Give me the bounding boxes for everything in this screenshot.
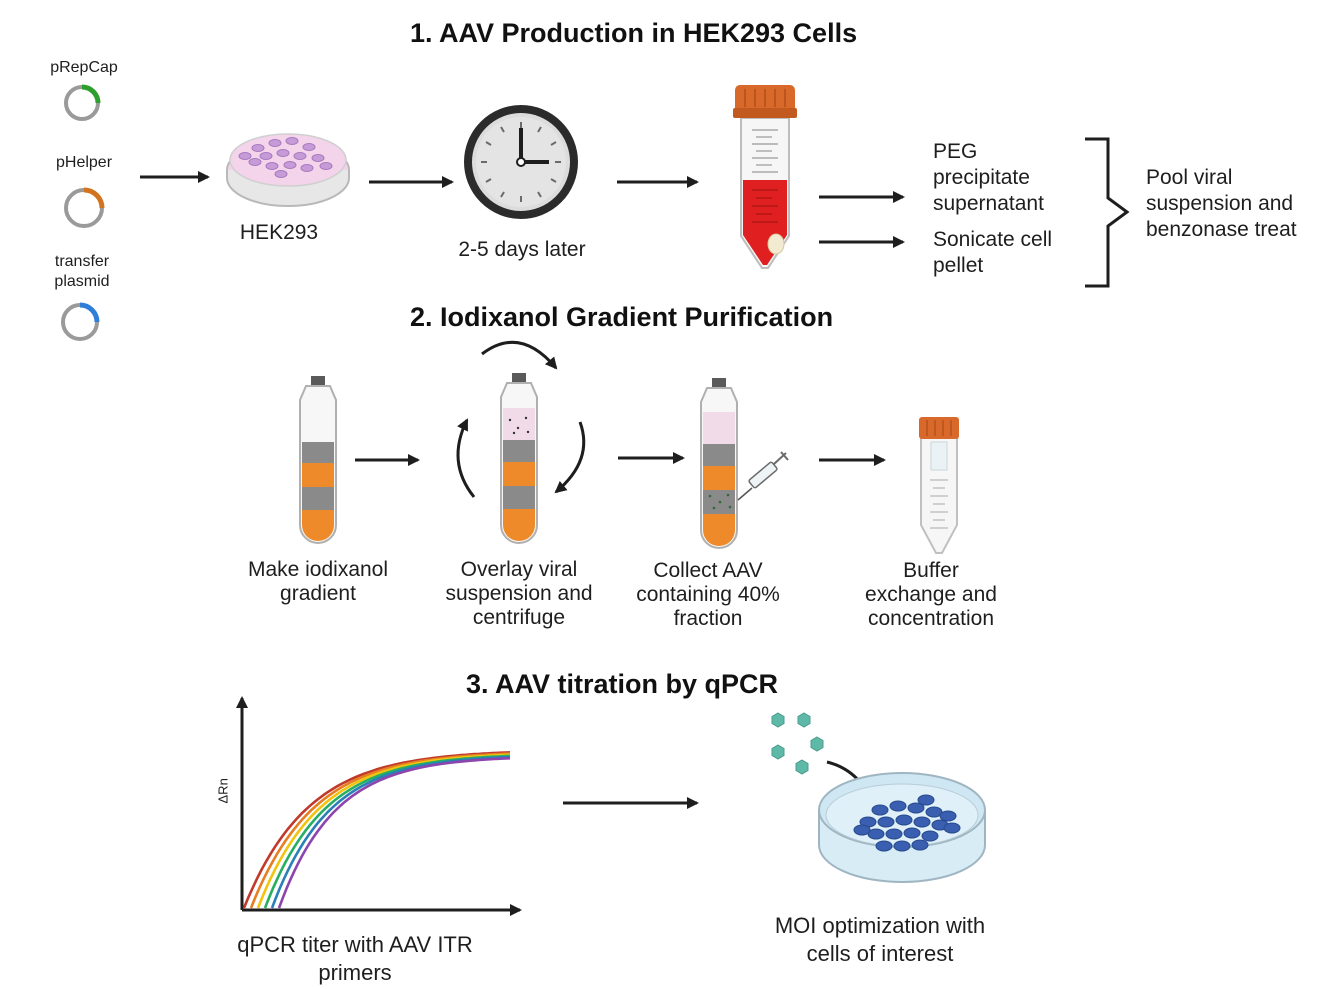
- step-collect-line3: fraction: [673, 607, 743, 630]
- step-buffer-line1: Buffer: [903, 559, 959, 582]
- petri-dish-cells-icon: [818, 772, 986, 883]
- step-collect-line2: containing 40%: [636, 583, 780, 606]
- plasmid-repcap-icon: [64, 84, 101, 121]
- hek293-label: HEK293: [239, 221, 319, 244]
- amplification-curve: [270, 755, 511, 909]
- pool-label-line1: Pool viral: [1146, 166, 1233, 189]
- section1-title: 1. AAV Production in HEK293 Cells: [410, 18, 858, 48]
- plasmid-transfer-label-line2: plasmid: [54, 273, 110, 290]
- step-overlay-line2: suspension and: [445, 582, 593, 605]
- sonicate-label-line2: pellet: [933, 254, 984, 277]
- pool-label-line3: benzonase treat: [1146, 218, 1297, 241]
- section3-title: 3. AAV titration by qPCR: [466, 669, 779, 699]
- qpcr-label-line1: qPCR titer with AAV ITR: [237, 932, 473, 957]
- plasmid-helper-label: pHelper: [55, 154, 113, 171]
- pool-bracket: [1085, 137, 1130, 288]
- conical-tube-small-icon: [919, 417, 959, 554]
- virion-particles-icon: [771, 712, 824, 775]
- plasmid-helper-icon: [64, 187, 105, 228]
- pool-label-line2: suspension and: [1146, 192, 1294, 215]
- peg-label-line3: supernatant: [933, 192, 1044, 215]
- qpcr-label-line2: primers: [318, 960, 392, 985]
- peg-label-line1: PEG: [933, 140, 978, 163]
- peg-label-line2: precipitate: [933, 166, 1030, 189]
- clock-icon: [464, 105, 578, 219]
- moi-label-line1: MOI optimization with: [774, 913, 986, 938]
- conical-tube-red-icon: [733, 85, 797, 269]
- amplification-curve: [277, 757, 511, 909]
- sonicate-label-line1: Sonicate cell: [933, 228, 1053, 251]
- moi-label-line2: cells of interest: [806, 941, 954, 966]
- rotation-arrows-icon: [456, 340, 586, 498]
- amplification-curve: [263, 754, 511, 909]
- syringe-icon: [737, 451, 789, 501]
- plasmid-repcap-label: pRepCap: [50, 59, 118, 76]
- step-buffer-line2: exchange and: [865, 583, 997, 606]
- gradient-tube-icon: [299, 376, 337, 544]
- step-overlay-line3: centrifuge: [472, 606, 566, 629]
- time-label: 2-5 days later: [458, 238, 586, 261]
- chart-ylabel: ΔRn: [215, 778, 231, 804]
- step-buffer-line3: concentration: [867, 607, 995, 630]
- collect-tube-icon: [700, 378, 738, 549]
- step-collect-line1: Collect AAV: [653, 559, 763, 582]
- step-gradient-line1: Make iodixanol: [247, 558, 389, 581]
- section2-title: 2. Iodixanol Gradient Purification: [410, 302, 834, 332]
- step-overlay-line1: Overlay viral: [460, 558, 578, 581]
- qpcr-amplification-chart: [236, 696, 522, 916]
- overlay-tube-icon: [500, 373, 538, 544]
- step-gradient-line2: gradient: [280, 582, 356, 605]
- petri-dish-hek293-icon: [226, 133, 350, 207]
- plasmid-transfer-label-line1: transfer: [54, 253, 110, 270]
- plasmid-transfer-icon: [61, 302, 100, 341]
